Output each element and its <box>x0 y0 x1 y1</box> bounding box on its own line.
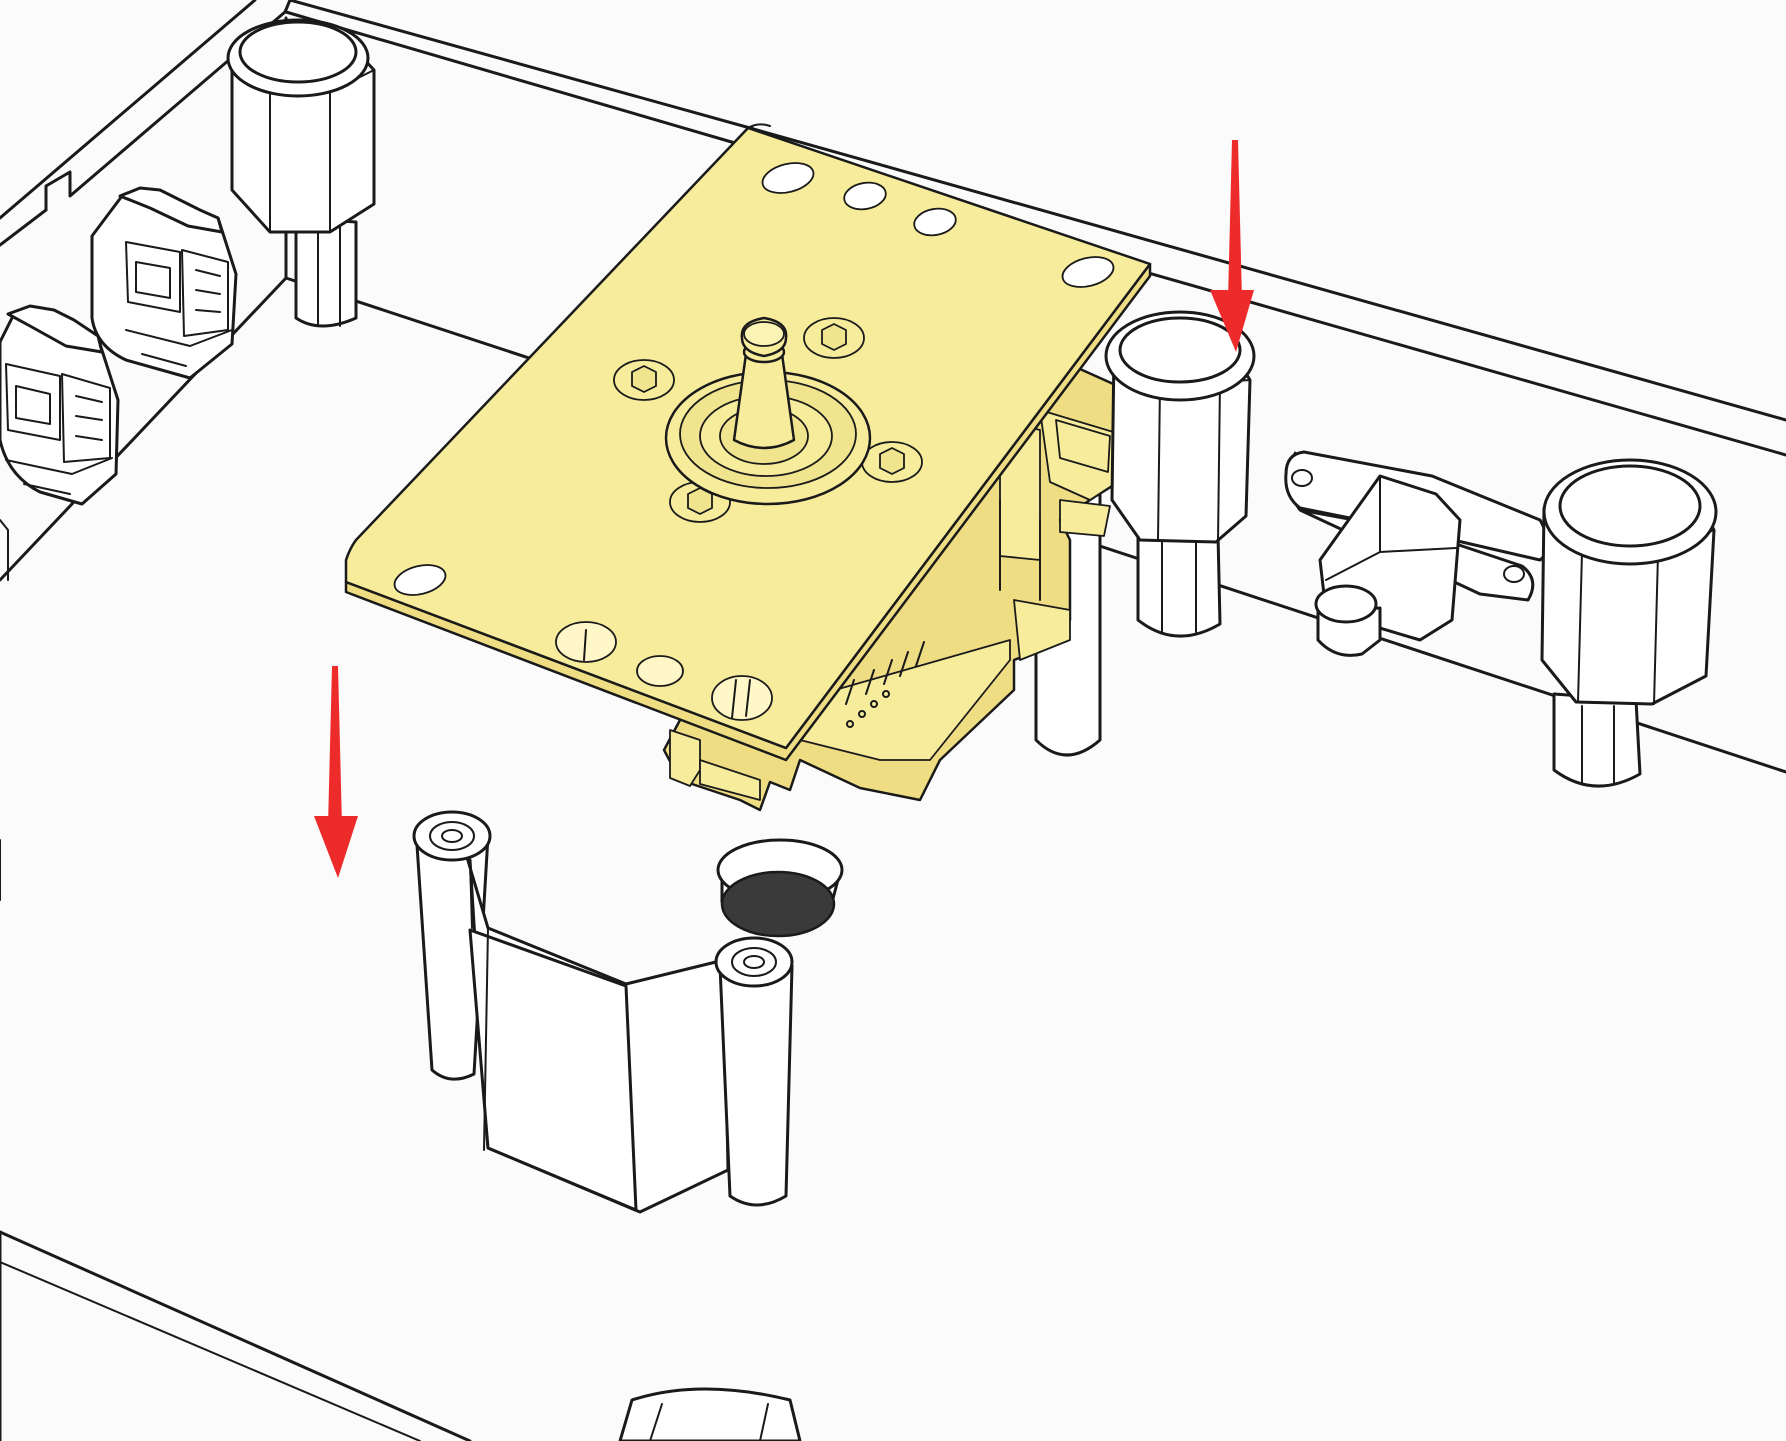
plate-slot-hole <box>761 162 815 194</box>
plate-slot-hole <box>393 564 447 596</box>
enclosure-left-rim-inner-a <box>0 208 48 247</box>
button-socket-upper <box>90 186 238 380</box>
down-arrow-icon <box>314 666 358 878</box>
standoff-left-back <box>226 18 376 328</box>
plate-slot-hole <box>1061 256 1115 288</box>
magnet-disc <box>716 838 844 938</box>
standoff-center <box>1104 310 1256 638</box>
screw <box>803 317 865 359</box>
enclosure-left-rim-inner-b <box>44 0 292 212</box>
screw <box>613 359 675 401</box>
plate-hole <box>636 655 684 687</box>
standoff-right <box>1540 458 1718 788</box>
sliding-latch <box>1314 474 1462 657</box>
screw <box>861 441 923 483</box>
front-knob <box>618 1387 802 1441</box>
shield-bracket <box>412 810 794 1214</box>
joystick-shaft <box>664 316 872 506</box>
down-arrow-icon <box>1210 140 1254 352</box>
enclosure-left-rim-outer <box>0 0 257 220</box>
enclosure-floor-edge <box>0 1230 472 1441</box>
plate-hole <box>711 675 773 721</box>
enclosure-floor-inner-edge <box>0 1261 421 1441</box>
plate-hole <box>843 181 887 211</box>
plate-hole <box>913 207 957 237</box>
button-socket-lower <box>0 304 120 581</box>
joystick-mounting-plate <box>344 123 1152 762</box>
